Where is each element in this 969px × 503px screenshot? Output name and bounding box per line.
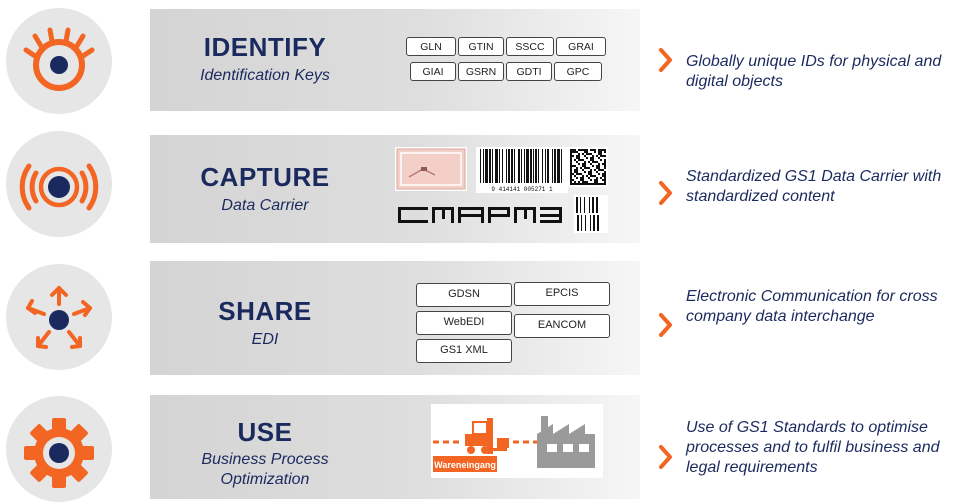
row-identify: IDENTIFY Identification Keys GLN GTIN SS… (0, 0, 969, 125)
capture-title: CAPTURE (200, 162, 330, 192)
chevron-right-icon (659, 48, 672, 72)
use-icon-circle (6, 396, 112, 502)
key-sscc: SSCC (506, 37, 554, 56)
capture-icon-circle (6, 131, 112, 237)
edi-gdsn: GDSN (416, 283, 512, 307)
key-gtin: GTIN (458, 37, 504, 56)
key-gpc: GPC (554, 62, 602, 81)
capture-band: CAPTURE Data Carrier 9 414141 005271 1 (150, 135, 640, 243)
row-capture: CAPTURE Data Carrier 9 414141 005271 1 (0, 125, 969, 250)
key-giai: GIAI (410, 62, 456, 81)
identify-icon-circle (6, 8, 112, 114)
row-share: SHARE EDI GDSN EPCIS WebEDI EANCOM GS1 X… (0, 250, 969, 380)
use-description: Use of GS1 Standards to optimise process… (686, 419, 940, 476)
ean-barcode-image: 9 414141 005271 1 (476, 147, 568, 193)
capture-subtitle: Data Carrier (221, 197, 309, 214)
edi-eancom: EANCOM (514, 314, 610, 338)
row-use: USE Business Process Optimization (0, 380, 969, 503)
databar-image (398, 207, 562, 223)
identify-subtitle: Identification Keys (200, 67, 330, 84)
datamatrix-image (568, 147, 608, 187)
identify-title: IDENTIFY (203, 32, 327, 62)
share-icon-circle (6, 264, 112, 370)
share-band: SHARE EDI GDSN EPCIS WebEDI EANCOM GS1 X… (150, 261, 640, 375)
use-band: USE Business Process Optimization (150, 395, 640, 499)
share-description: Electronic Communication for cross compa… (686, 288, 938, 325)
composite-code-image (574, 195, 608, 233)
chevron-right-icon (659, 181, 672, 205)
share-arrows-icon (26, 286, 92, 349)
identify-band: IDENTIFY Identification Keys GLN GTIN SS… (150, 9, 640, 111)
warehouse-image: Wareneingang (431, 404, 603, 478)
edi-gs1xml: GS1 XML (416, 339, 512, 363)
rfid-tag-image (395, 147, 467, 191)
eye-icon (23, 27, 95, 91)
share-subtitle: EDI (251, 331, 279, 348)
chevron-right-icon (659, 313, 672, 337)
key-gsrn: GSRN (458, 62, 504, 81)
warehouse-label: Wareneingang (434, 460, 496, 470)
capture-description: Standardized GS1 Data Carrier with stand… (686, 168, 942, 205)
use-title: USE (237, 417, 293, 447)
edi-epcis: EPCIS (514, 282, 610, 306)
identify-description: Globally unique IDs for physical and dig… (686, 53, 942, 90)
key-gdti: GDTI (506, 62, 552, 81)
rfid-signal-icon (19, 163, 99, 211)
chevron-right-icon (659, 445, 672, 469)
key-gln: GLN (406, 37, 456, 56)
share-title: SHARE (218, 296, 312, 326)
gear-icon (24, 418, 94, 488)
barcode-number: 9 414141 005271 1 (491, 186, 553, 193)
use-subtitle: Business Process Optimization (201, 451, 329, 488)
key-grai: GRAI (556, 37, 606, 56)
edi-webedi: WebEDI (416, 311, 512, 335)
